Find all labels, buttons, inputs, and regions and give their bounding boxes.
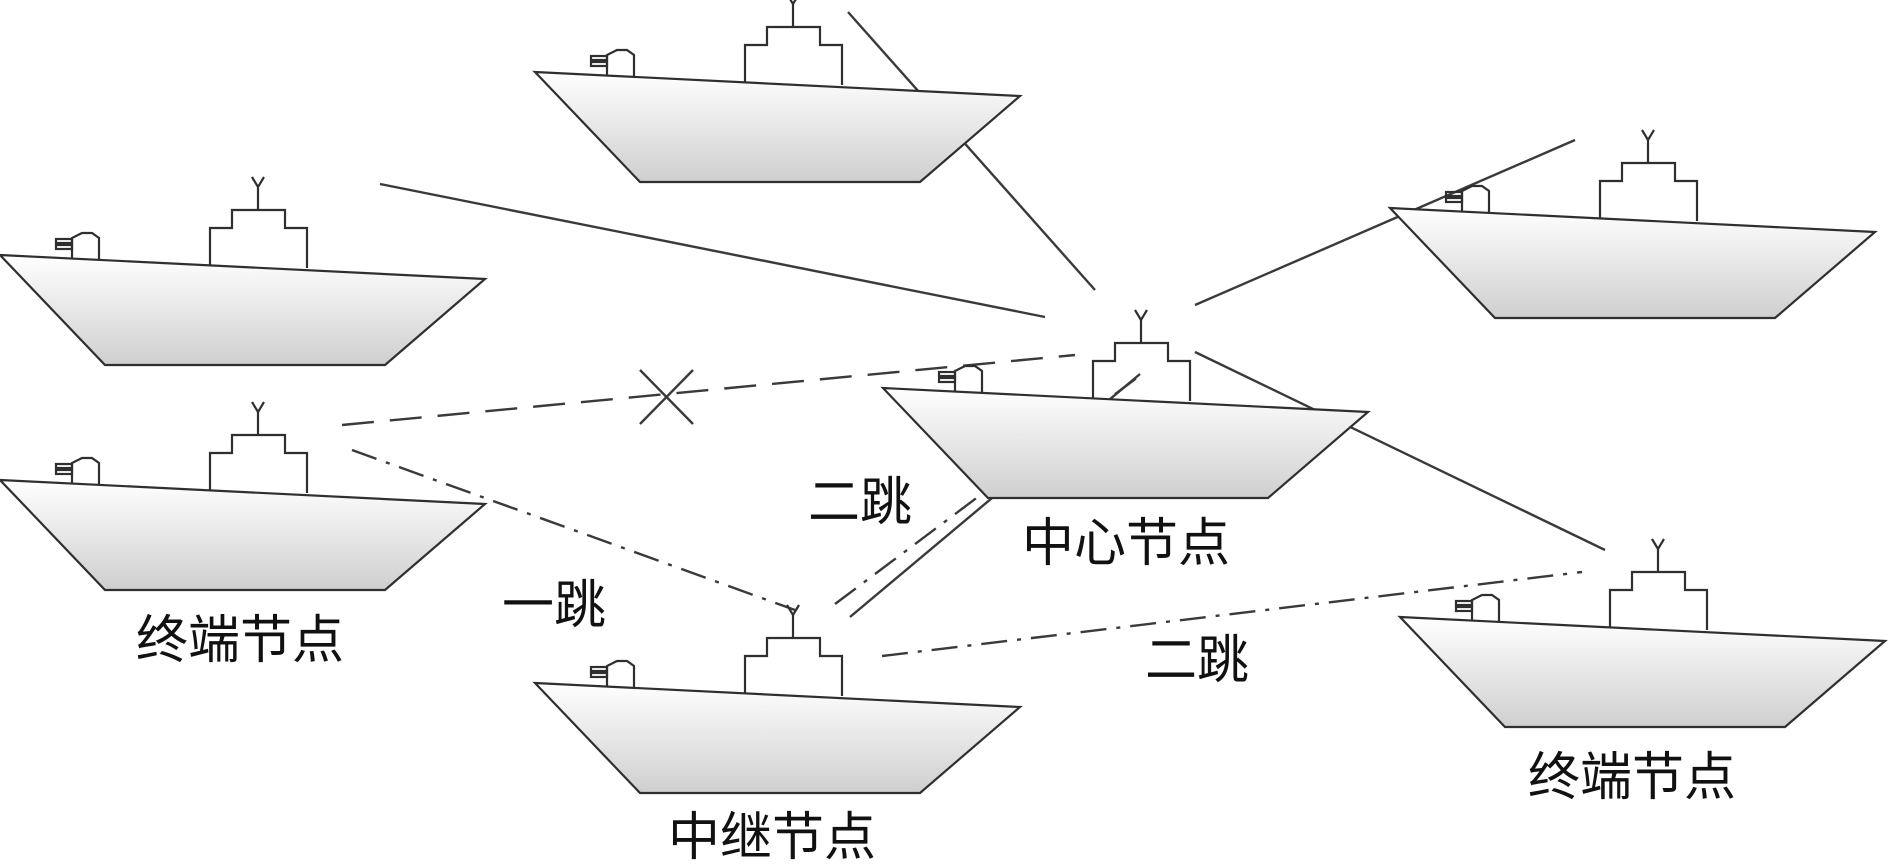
link-blocked <box>341 353 1076 427</box>
link-center-lower-right <box>1194 350 1606 552</box>
hop-two-label-right: 二跳 <box>1145 631 1250 691</box>
link-hop-two-right <box>881 570 1583 658</box>
cross-icon <box>639 369 694 425</box>
ship-icon <box>533 603 1022 795</box>
ship-icon <box>1398 537 1887 729</box>
ship-icon <box>533 0 1022 184</box>
link-center-top <box>847 11 1096 291</box>
ship-icon <box>1388 128 1877 320</box>
ship-icon <box>881 308 1370 500</box>
relay-node-label: 中继节点 <box>668 808 877 868</box>
link-center-upper-right <box>1194 138 1576 307</box>
terminal-node-label-left: 终端节点 <box>136 611 345 671</box>
ship-icon <box>0 400 487 592</box>
hop-one-label: 一跳 <box>502 576 607 636</box>
center-node-label: 中心节点 <box>1022 514 1231 574</box>
ship-icon <box>0 175 487 367</box>
terminal-node-label-right: 终端节点 <box>1528 748 1737 808</box>
link-center-upper-left <box>379 182 1046 319</box>
hop-two-label-left: 二跳 <box>808 473 913 533</box>
